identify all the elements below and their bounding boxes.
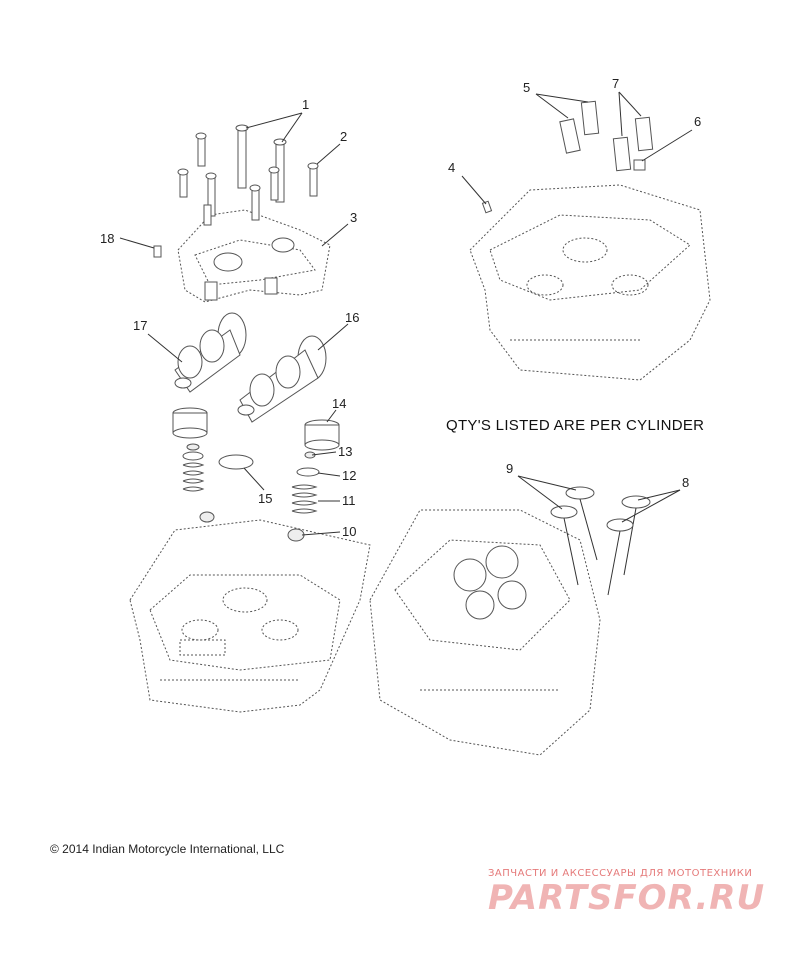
clip-ring — [218, 454, 254, 470]
copyright-text: © 2014 Indian Motorcycle International, … — [50, 842, 285, 856]
watermark: ЗАПЧАСТИ И АКСЕССУАРЫ ДЛЯ МОТОТЕХНИКИ PA… — [488, 868, 765, 918]
callout-6: 6 — [694, 114, 701, 129]
callout-17: 17 — [133, 318, 147, 333]
valve-guides — [481, 100, 654, 214]
cylinder-head-top-right — [469, 184, 711, 381]
callout-12: 12 — [342, 468, 356, 483]
bolts — [177, 124, 319, 226]
callout-16: 16 — [345, 310, 359, 325]
callout-10: 10 — [342, 524, 356, 539]
valve-train-right — [287, 419, 340, 542]
leader-lines — [119, 91, 693, 536]
valves — [550, 486, 651, 596]
callout-13: 13 — [338, 444, 352, 459]
camshaft-16 — [237, 335, 327, 423]
camshaft-17 — [174, 312, 247, 393]
callout-3: 3 — [350, 210, 357, 225]
callout-1: 1 — [302, 97, 309, 112]
cylinder-head-left — [129, 519, 371, 713]
callout-2: 2 — [340, 129, 347, 144]
watermark-tagline: ЗАПЧАСТИ И АКСЕССУАРЫ ДЛЯ МОТОТЕХНИКИ — [488, 868, 752, 879]
watermark-logo: PARTSFOR.RU — [488, 878, 765, 918]
callout-14: 14 — [332, 396, 346, 411]
cam-carrier — [177, 209, 331, 303]
callout-8: 8 — [682, 475, 689, 490]
cylinder-head-bottom-right — [369, 509, 601, 756]
valve-train-left — [172, 407, 215, 523]
callouts: 1 2 3 4 5 6 7 8 9 10 11 12 13 14 15 16 1… — [100, 76, 701, 539]
callout-15: 15 — [258, 491, 272, 506]
callout-7: 7 — [612, 76, 619, 91]
callout-5: 5 — [523, 80, 530, 95]
callout-4: 4 — [448, 160, 455, 175]
dowel-pin — [153, 245, 162, 258]
callout-18: 18 — [100, 231, 114, 246]
callout-9: 9 — [506, 461, 513, 476]
qty-note: QTY'S LISTED ARE PER CYLINDER — [446, 417, 704, 434]
callout-11: 11 — [342, 493, 356, 508]
